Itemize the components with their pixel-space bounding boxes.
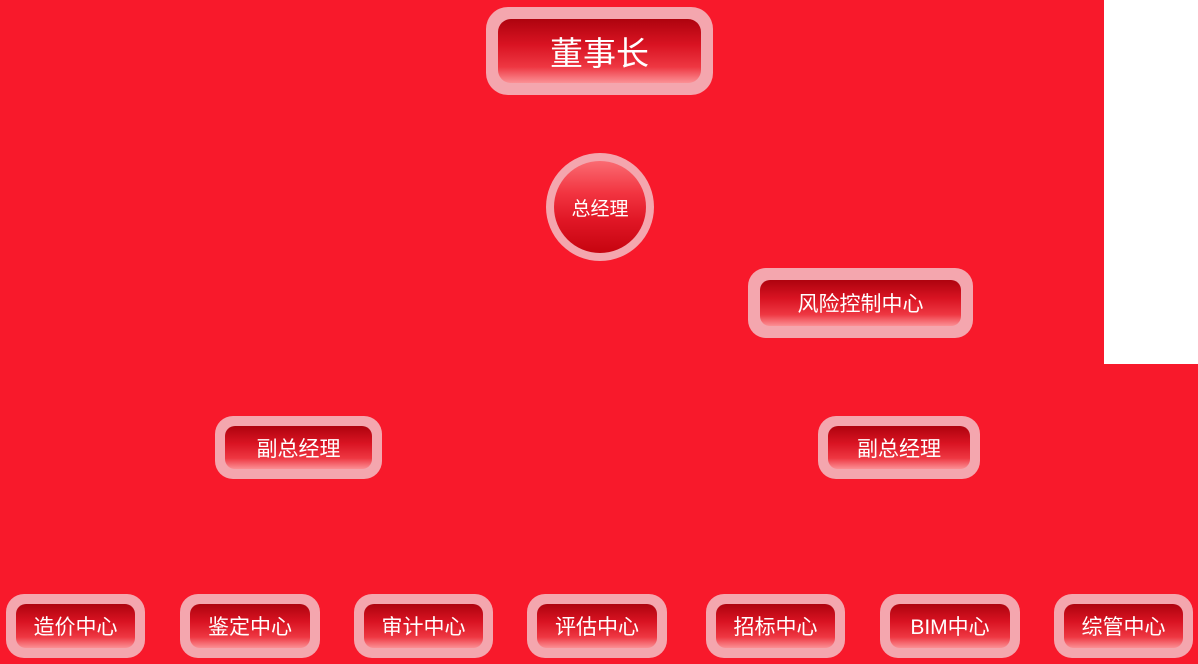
node-dept-audit-center[interactable]: 审计中心 bbox=[354, 594, 493, 658]
node-dept-general-management-center[interactable]: 综管中心 bbox=[1054, 594, 1193, 658]
side-white-panel bbox=[1104, 0, 1198, 364]
node-deputy-gm-left-label: 副总经理 bbox=[225, 426, 372, 469]
node-risk-control-center[interactable]: 风险控制中心 bbox=[748, 268, 973, 338]
node-dept-label: 综管中心 bbox=[1064, 604, 1183, 648]
node-risk-control-center-label: 风险控制中心 bbox=[760, 280, 961, 326]
node-dept-label: 造价中心 bbox=[16, 604, 135, 648]
node-dept-label: 鉴定中心 bbox=[190, 604, 310, 648]
node-dept-bim-center[interactable]: BIM中心 bbox=[880, 594, 1020, 658]
node-dept-label: 审计中心 bbox=[364, 604, 483, 648]
node-dept-label: 评估中心 bbox=[537, 604, 657, 648]
node-general-manager[interactable]: 总经理 bbox=[546, 153, 654, 261]
node-deputy-gm-right[interactable]: 副总经理 bbox=[818, 416, 980, 479]
node-dept-appraisal-center[interactable]: 鉴定中心 bbox=[180, 594, 320, 658]
node-chairman[interactable]: 董事长 bbox=[486, 7, 713, 95]
node-deputy-gm-right-label: 副总经理 bbox=[828, 426, 970, 469]
node-chairman-label: 董事长 bbox=[498, 19, 701, 83]
node-dept-cost-center[interactable]: 造价中心 bbox=[6, 594, 145, 658]
node-dept-evaluation-center[interactable]: 评估中心 bbox=[527, 594, 667, 658]
node-deputy-gm-left[interactable]: 副总经理 bbox=[215, 416, 382, 479]
node-dept-bidding-center[interactable]: 招标中心 bbox=[706, 594, 845, 658]
node-general-manager-label: 总经理 bbox=[554, 161, 646, 253]
node-dept-label: 招标中心 bbox=[716, 604, 835, 648]
node-dept-label: BIM中心 bbox=[890, 604, 1010, 648]
